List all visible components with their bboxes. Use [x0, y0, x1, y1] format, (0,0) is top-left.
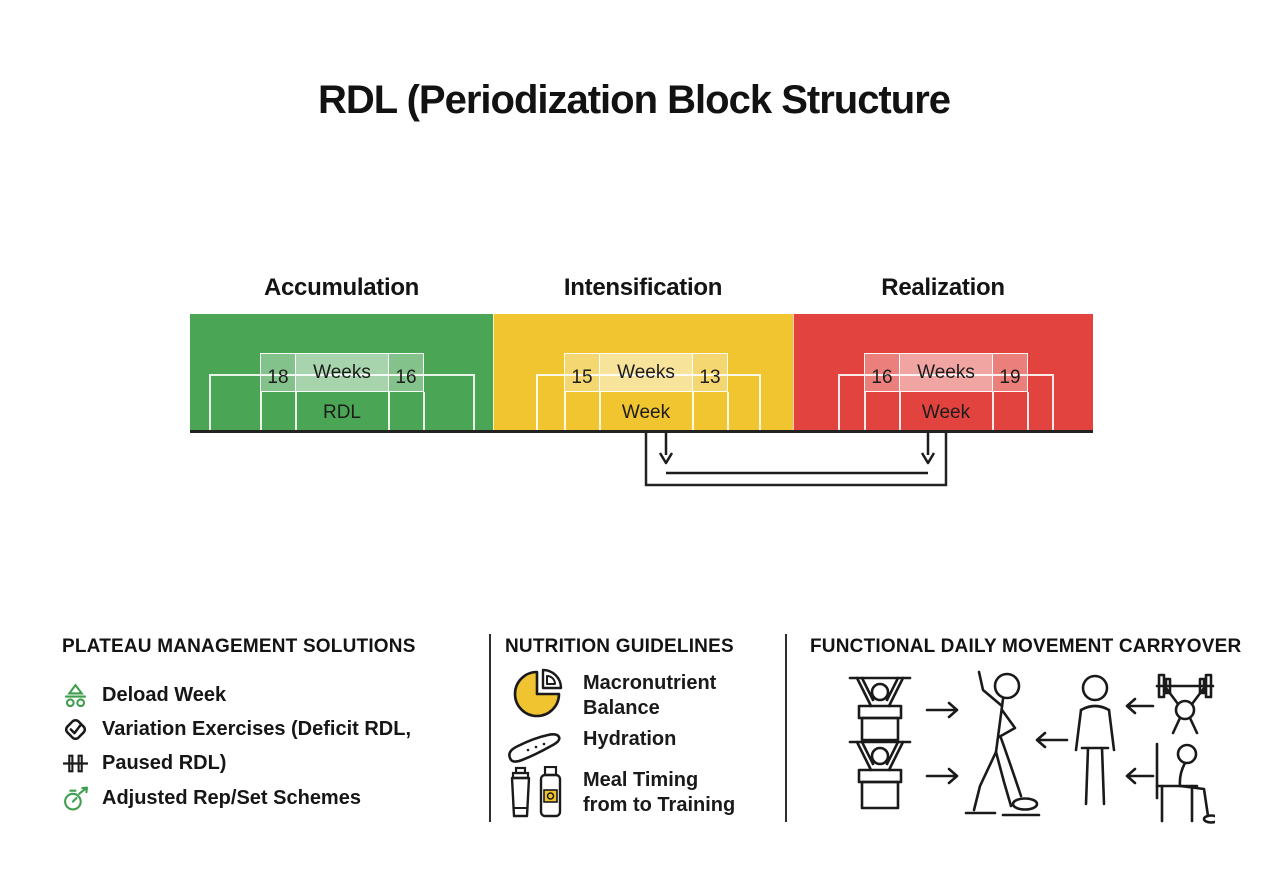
overhead-press-icon — [1155, 673, 1215, 735]
right-arrow-icon — [925, 701, 959, 719]
phase-label-intensification: Intensification — [563, 274, 723, 301]
nutrition-item-macro-line2: Balance — [583, 697, 660, 719]
block-sub-label: Week — [921, 402, 971, 423]
plateau-item-paused: Paused RDL) — [62, 748, 226, 778]
standing-person-icon — [1074, 674, 1116, 806]
box-lift-stack-icon — [848, 676, 912, 810]
shaker-bottle-icon — [510, 766, 562, 818]
phase-block-accumulation: 18 Weeks 16 RDL — [190, 314, 493, 432]
barbell-icon — [63, 754, 88, 772]
week-number-cell: 18 — [260, 353, 296, 392]
waving-person-icon — [964, 670, 1041, 817]
column-divider — [785, 634, 787, 822]
block-sub-label: Week — [621, 402, 671, 423]
left-arrow-icon — [1035, 731, 1069, 749]
plateau-item-deload: Deload Week — [62, 680, 226, 710]
plateau-item-repset: Adjusted Rep/Set Schemes — [62, 783, 361, 813]
banana-icon — [508, 733, 561, 763]
down-arrow-icon — [658, 433, 674, 465]
right-arrow-icon — [925, 767, 959, 785]
phase-block-intensification: 15 Weeks 13 Week — [493, 314, 793, 432]
functional-heading: FUNCTIONAL DAILY MOVEMENT CARRYOVER — [810, 636, 1242, 657]
weeks-band: Weeks — [899, 353, 993, 392]
seated-person-icon — [1155, 742, 1215, 824]
plateau-item-variation: Variation Exercises (Deficit RDL, — [62, 714, 411, 744]
plateau-heading: PLATEAU MANAGEMENT SOLUTIONS — [62, 636, 416, 657]
down-arrow-icon — [920, 433, 936, 465]
left-arrow-icon — [1125, 697, 1155, 715]
week-number-cell: 16 — [864, 353, 900, 392]
check-ribbon-icon — [64, 718, 87, 740]
week-number-cell: 16 — [388, 353, 424, 392]
nutrition-heading: NUTRITION GUIDELINES — [505, 636, 734, 657]
left-arrow-icon — [1125, 767, 1155, 785]
timeline-baseline — [190, 430, 1093, 433]
week-number-cell: 13 — [692, 353, 728, 392]
pie-chart-icon — [513, 668, 563, 718]
column-divider — [489, 634, 491, 822]
phase-label-realization: Realization — [881, 274, 1005, 301]
weeks-band: Weeks — [599, 353, 693, 392]
block-sub-label: RDL — [322, 402, 361, 423]
nutrition-item-meal-line2: from to Training — [583, 794, 736, 816]
page-title: RDL (Periodization Block Structure — [317, 78, 951, 122]
movement-carryover-illustration — [848, 670, 1215, 824]
week-number-cell: 15 — [564, 353, 600, 392]
phase-label-accumulation: Accumulation — [263, 274, 420, 301]
phase-block-realization: 16 Weeks 19 Week — [793, 314, 1093, 432]
deload-icon — [65, 682, 86, 707]
phase-flow-bracket — [644, 433, 948, 487]
weeks-band: Weeks — [295, 353, 389, 392]
nutrition-item-meal-line1: Meal Timing — [583, 769, 699, 791]
week-number-cell: 19 — [992, 353, 1028, 392]
nutrition-item-macro-line1: Macronutrient — [583, 672, 717, 694]
nutrition-item-hydration: Hydration — [583, 728, 677, 750]
stopwatch-icon — [64, 786, 88, 810]
